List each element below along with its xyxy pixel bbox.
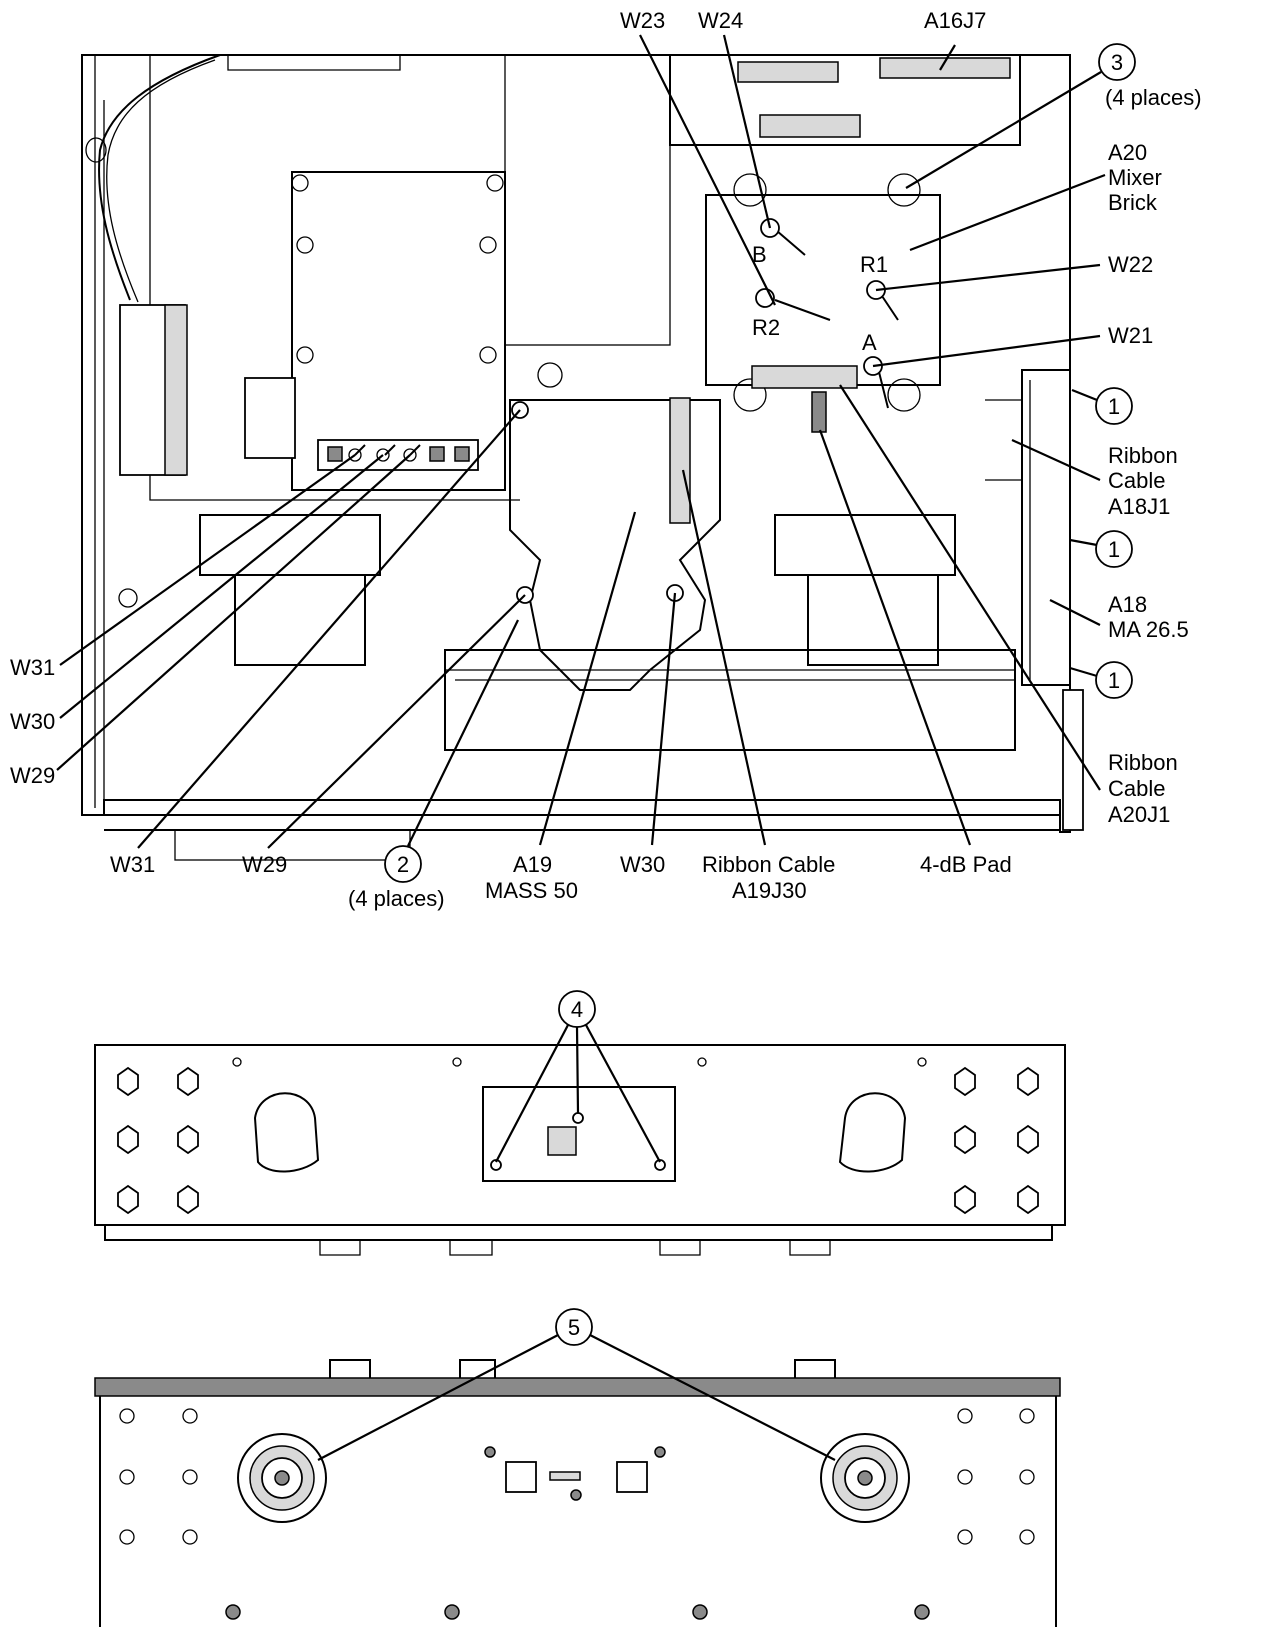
label-ribbon-a20j1-line2: Cable [1108, 776, 1165, 801]
label-ribbon-a18j1-line2: Cable [1108, 468, 1165, 493]
label-callout2-note: (4 places) [348, 886, 445, 911]
label-port-r2: R2 [752, 315, 780, 340]
callout-3-number: 3 [1111, 50, 1123, 75]
label-w30-left: W30 [10, 709, 55, 734]
label-ribbon-a19j30-line1: Ribbon Cable [702, 852, 835, 877]
label-ribbon-a19j30-line2: A19J30 [732, 878, 807, 903]
label-a20-line2: Mixer [1108, 165, 1162, 190]
label-w22: W22 [1108, 252, 1153, 277]
connector-right [820, 1433, 910, 1523]
label-ribbon-a18j1-line1: Ribbon [1108, 443, 1178, 468]
callout-1c-number: 1 [1108, 668, 1120, 693]
label-w31-left: W31 [10, 655, 55, 680]
label-a20-line3: Brick [1108, 190, 1158, 215]
bottom-view: 5 [94, 1308, 1061, 1627]
callout-5 [555, 1308, 593, 1346]
label-w24-top: W24 [698, 8, 743, 33]
callout-1c [1095, 661, 1133, 699]
callout-1a-number: 1 [1108, 394, 1120, 419]
callout-3 [1098, 43, 1136, 81]
callout-2-number: 2 [397, 852, 409, 877]
label-w31-bottom: W31 [110, 852, 155, 877]
label-w23-top: W23 [620, 8, 665, 33]
top-view: 3 1 1 1 2 W23 W24 A16J7 [10, 8, 1202, 911]
label-a19-line1: A19 [513, 852, 552, 877]
callout-1a [1095, 387, 1133, 425]
label-a20-line1: A20 [1108, 140, 1147, 165]
cable-harness [98, 54, 221, 301]
label-port-a: A [862, 330, 877, 355]
label-port-b: B [752, 242, 767, 267]
label-w30-bottom: W30 [620, 852, 665, 877]
label-ribbon-a20j1-line3: A20J1 [1108, 802, 1170, 827]
label-a18-line1: A18 [1108, 592, 1147, 617]
label-callout3-note: (4 places) [1105, 85, 1202, 110]
hex-nuts-right [954, 1066, 1039, 1215]
label-4db-pad: 4-dB Pad [920, 852, 1012, 877]
callout-2 [384, 845, 422, 883]
middle-view: 4 [94, 990, 1066, 1256]
callout-4-number: 4 [571, 997, 583, 1022]
a18-ma-26-5 [1021, 369, 1071, 686]
chassis-outline [81, 54, 1071, 833]
label-ribbon-a18j1-line3: A18J1 [1108, 494, 1170, 519]
label-w29-left: W29 [10, 763, 55, 788]
opening-right [838, 1092, 907, 1173]
opening-left [253, 1092, 320, 1173]
label-a19-line2: MASS 50 [485, 878, 578, 903]
label-w29-bottom: W29 [242, 852, 287, 877]
callout-5-number: 5 [568, 1315, 580, 1340]
a20-mixer-brick [705, 194, 941, 386]
center-board [482, 1086, 676, 1182]
connector-left [237, 1433, 327, 1523]
bottom-panel [99, 1396, 1057, 1627]
label-ribbon-a20j1-line1: Ribbon [1108, 750, 1178, 775]
label-w21: W21 [1108, 323, 1153, 348]
callout-1b-number: 1 [1108, 537, 1120, 562]
hex-nuts-left [117, 1066, 199, 1215]
label-a16j7: A16J7 [924, 8, 986, 33]
label-port-r1: R1 [860, 252, 888, 277]
bottom-panel-rail [94, 1377, 1061, 1397]
callout-1b [1095, 530, 1133, 568]
label-a18-line2: MA 26.5 [1108, 617, 1189, 642]
middle-panel [94, 1044, 1066, 1226]
